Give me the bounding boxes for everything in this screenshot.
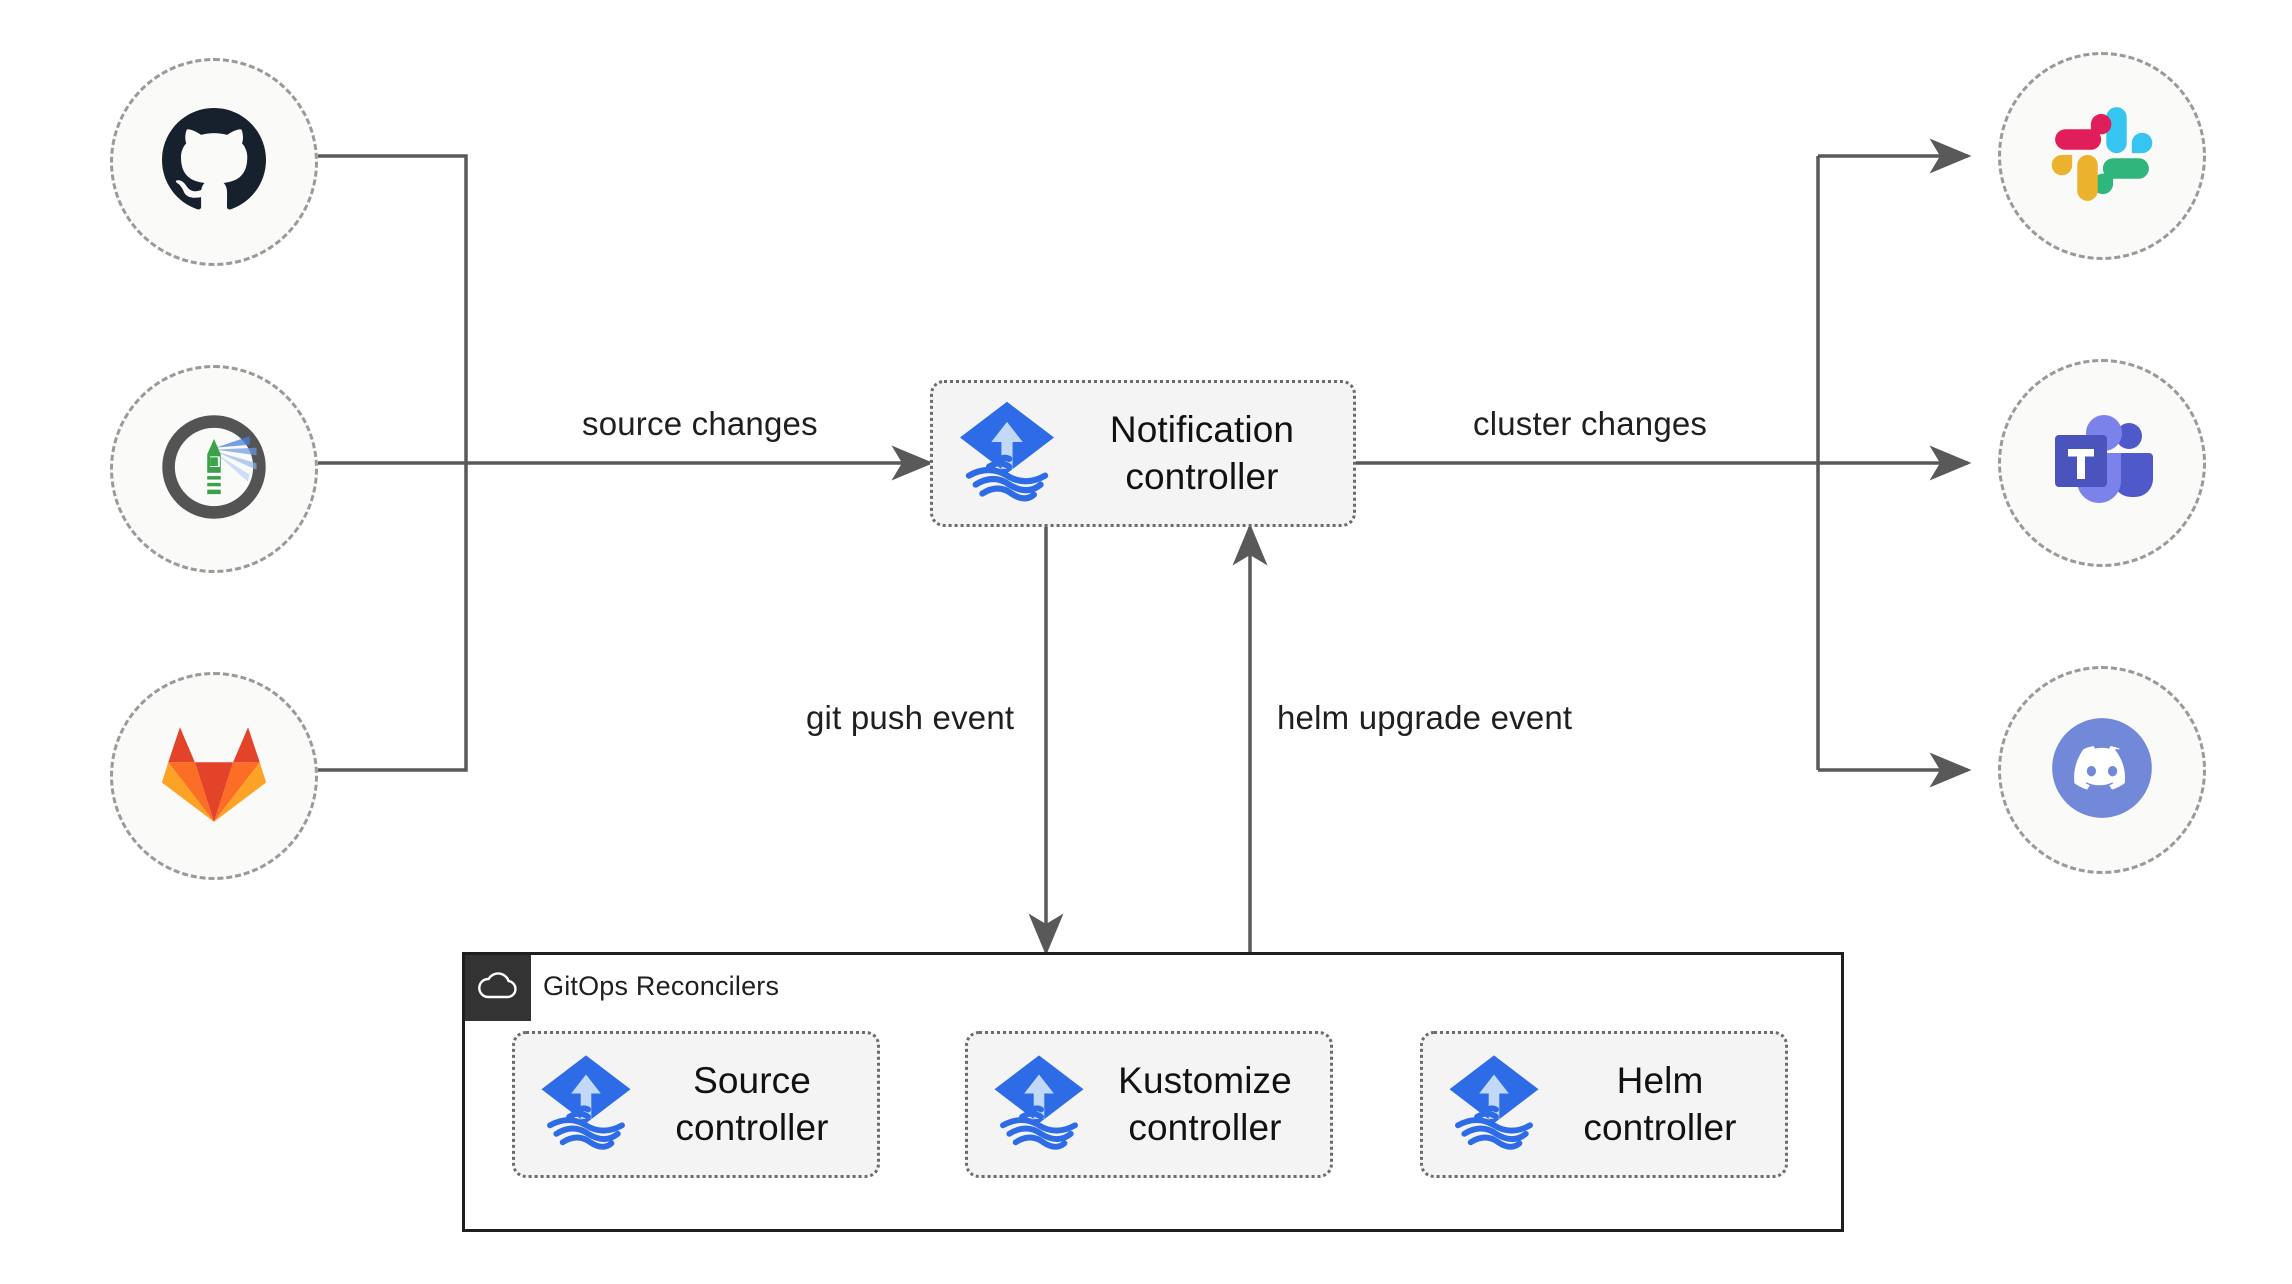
kustomize-controller-label: Kustomize controller — [1118, 1060, 1292, 1148]
flux-logo-icon — [1441, 1049, 1547, 1160]
target-node-discord[interactable] — [1998, 666, 2206, 874]
helm-controller-label: Helm controller — [1583, 1060, 1737, 1148]
gitlab-icon — [160, 724, 268, 829]
target-node-teams[interactable] — [1998, 359, 2206, 567]
source-controller-node[interactable]: Source controller — [512, 1031, 880, 1178]
slack-icon — [2050, 102, 2154, 211]
source-node-github[interactable] — [110, 58, 318, 266]
source-node-flux[interactable] — [110, 365, 318, 573]
flux-logo-icon — [951, 395, 1063, 512]
flux-lighthouse-icon — [156, 409, 272, 530]
edge-label-cluster-changes: cluster changes — [1473, 405, 1708, 442]
edge-label-source-changes: source changes — [582, 405, 818, 442]
gitops-reconcilers-title: GitOps Reconcilers — [543, 971, 780, 1001]
flux-logo-icon — [533, 1049, 639, 1160]
source-node-gitlab[interactable] — [110, 672, 318, 880]
github-icon — [162, 107, 266, 217]
teams-icon — [2049, 411, 2155, 516]
source-controller-label: Source controller — [675, 1060, 829, 1148]
discord-icon — [2041, 707, 2163, 834]
notification-controller-node[interactable]: Notification controller — [930, 380, 1356, 527]
cloud-icon-tab — [465, 955, 531, 1021]
edge-label-helm-upgrade-event: helm upgrade event — [1277, 699, 1573, 736]
target-node-slack[interactable] — [1998, 52, 2206, 260]
edge-label-git-push-event: git push event — [806, 699, 1015, 736]
flux-logo-icon — [986, 1049, 1092, 1160]
kustomize-controller-node[interactable]: Kustomize controller — [965, 1031, 1333, 1178]
notification-controller-label: Notification controller — [1109, 409, 1295, 497]
cloud-icon — [478, 971, 518, 1006]
helm-controller-node[interactable]: Helm controller — [1420, 1031, 1788, 1178]
